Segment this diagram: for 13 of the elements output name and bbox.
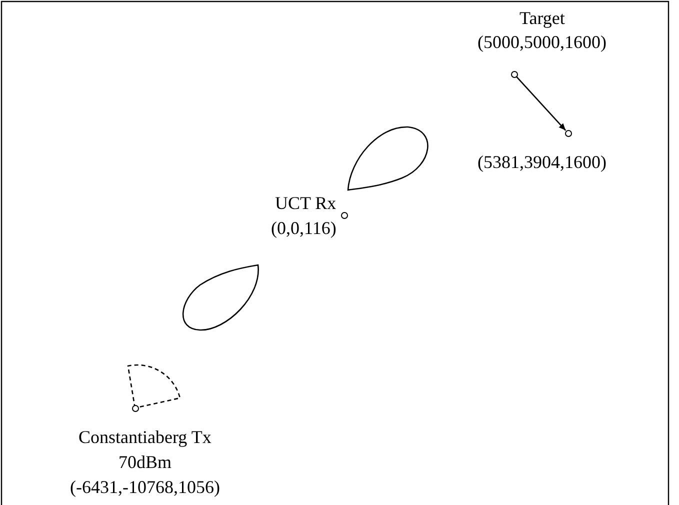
position-marker — [510, 70, 518, 78]
coordinate-label: (0,0,116) — [271, 218, 336, 238]
point-name-label: UCT Rx — [275, 193, 336, 213]
position-marker — [564, 130, 572, 136]
position-marker — [132, 404, 138, 412]
coordinate-label: 70dBm — [118, 452, 172, 472]
point-name-label: Constantiaberg Tx — [78, 427, 212, 447]
point-name-label: Target — [520, 8, 565, 28]
coordinate-label: (-6431,-10768,1056) — [70, 477, 220, 497]
coordinate-label: (5000,5000,1600) — [478, 32, 606, 52]
coordinate-label: (5381,3904,1600) — [478, 152, 606, 172]
arrow — [516, 76, 566, 131]
position-marker — [340, 212, 348, 218]
